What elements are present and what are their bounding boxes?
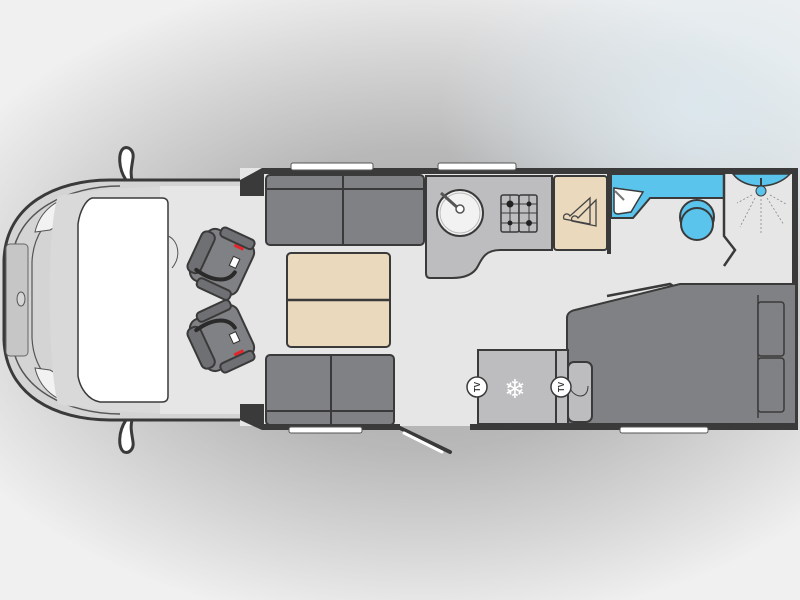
- basin: [613, 187, 645, 215]
- sofa-front: [265, 174, 425, 246]
- window-kitchen-top: [437, 162, 517, 171]
- cab: [2, 146, 252, 454]
- window-lounge-top: [290, 162, 374, 171]
- tv-point-1[interactable]: TV: [466, 376, 488, 398]
- washroom-partition: [722, 174, 737, 267]
- svg-text:TV: TV: [557, 381, 566, 392]
- wing-mirror-top: [118, 146, 135, 182]
- toilet: [679, 199, 715, 241]
- wall-top: [240, 168, 796, 196]
- charging-cable-icon: [569, 385, 589, 397]
- hob-4-burner: [500, 194, 538, 233]
- seatbelt-accent: [233, 243, 244, 251]
- bed: [566, 283, 797, 425]
- entrance-door[interactable]: [398, 426, 452, 454]
- wing-mirror-bottom: [118, 418, 135, 454]
- seatbelt-accent: [233, 349, 244, 357]
- washroom: [610, 173, 792, 267]
- shower: [731, 173, 792, 235]
- kitchen-sink: [436, 189, 484, 237]
- svg-text:TV: TV: [473, 381, 482, 392]
- pillow-2: [757, 357, 785, 413]
- tap-icon: [440, 191, 460, 211]
- passenger-seat: [186, 299, 256, 374]
- windscreen: [77, 197, 169, 403]
- bedroom: [566, 282, 797, 425]
- hanger-icon: [562, 196, 597, 227]
- snowflake-icon: ❄: [504, 375, 526, 405]
- tv-point-2[interactable]: TV: [550, 376, 572, 398]
- sofa-rear: [265, 354, 395, 426]
- fridge-unit: ❄: [477, 349, 569, 425]
- wardrobe-wall: [607, 174, 611, 254]
- driver-seat: [186, 226, 256, 301]
- pillow-1: [757, 301, 785, 357]
- window-lounge-bottom: [288, 426, 363, 434]
- shower-head-icon: [755, 185, 767, 197]
- badge: [16, 291, 26, 307]
- cab-step: [167, 235, 179, 269]
- basin-tap-icon: [614, 190, 625, 201]
- dinette-table: [286, 252, 391, 348]
- window-bedroom-bottom: [619, 426, 709, 434]
- wardrobe: [553, 175, 608, 251]
- bedside-cabinet: [567, 361, 593, 423]
